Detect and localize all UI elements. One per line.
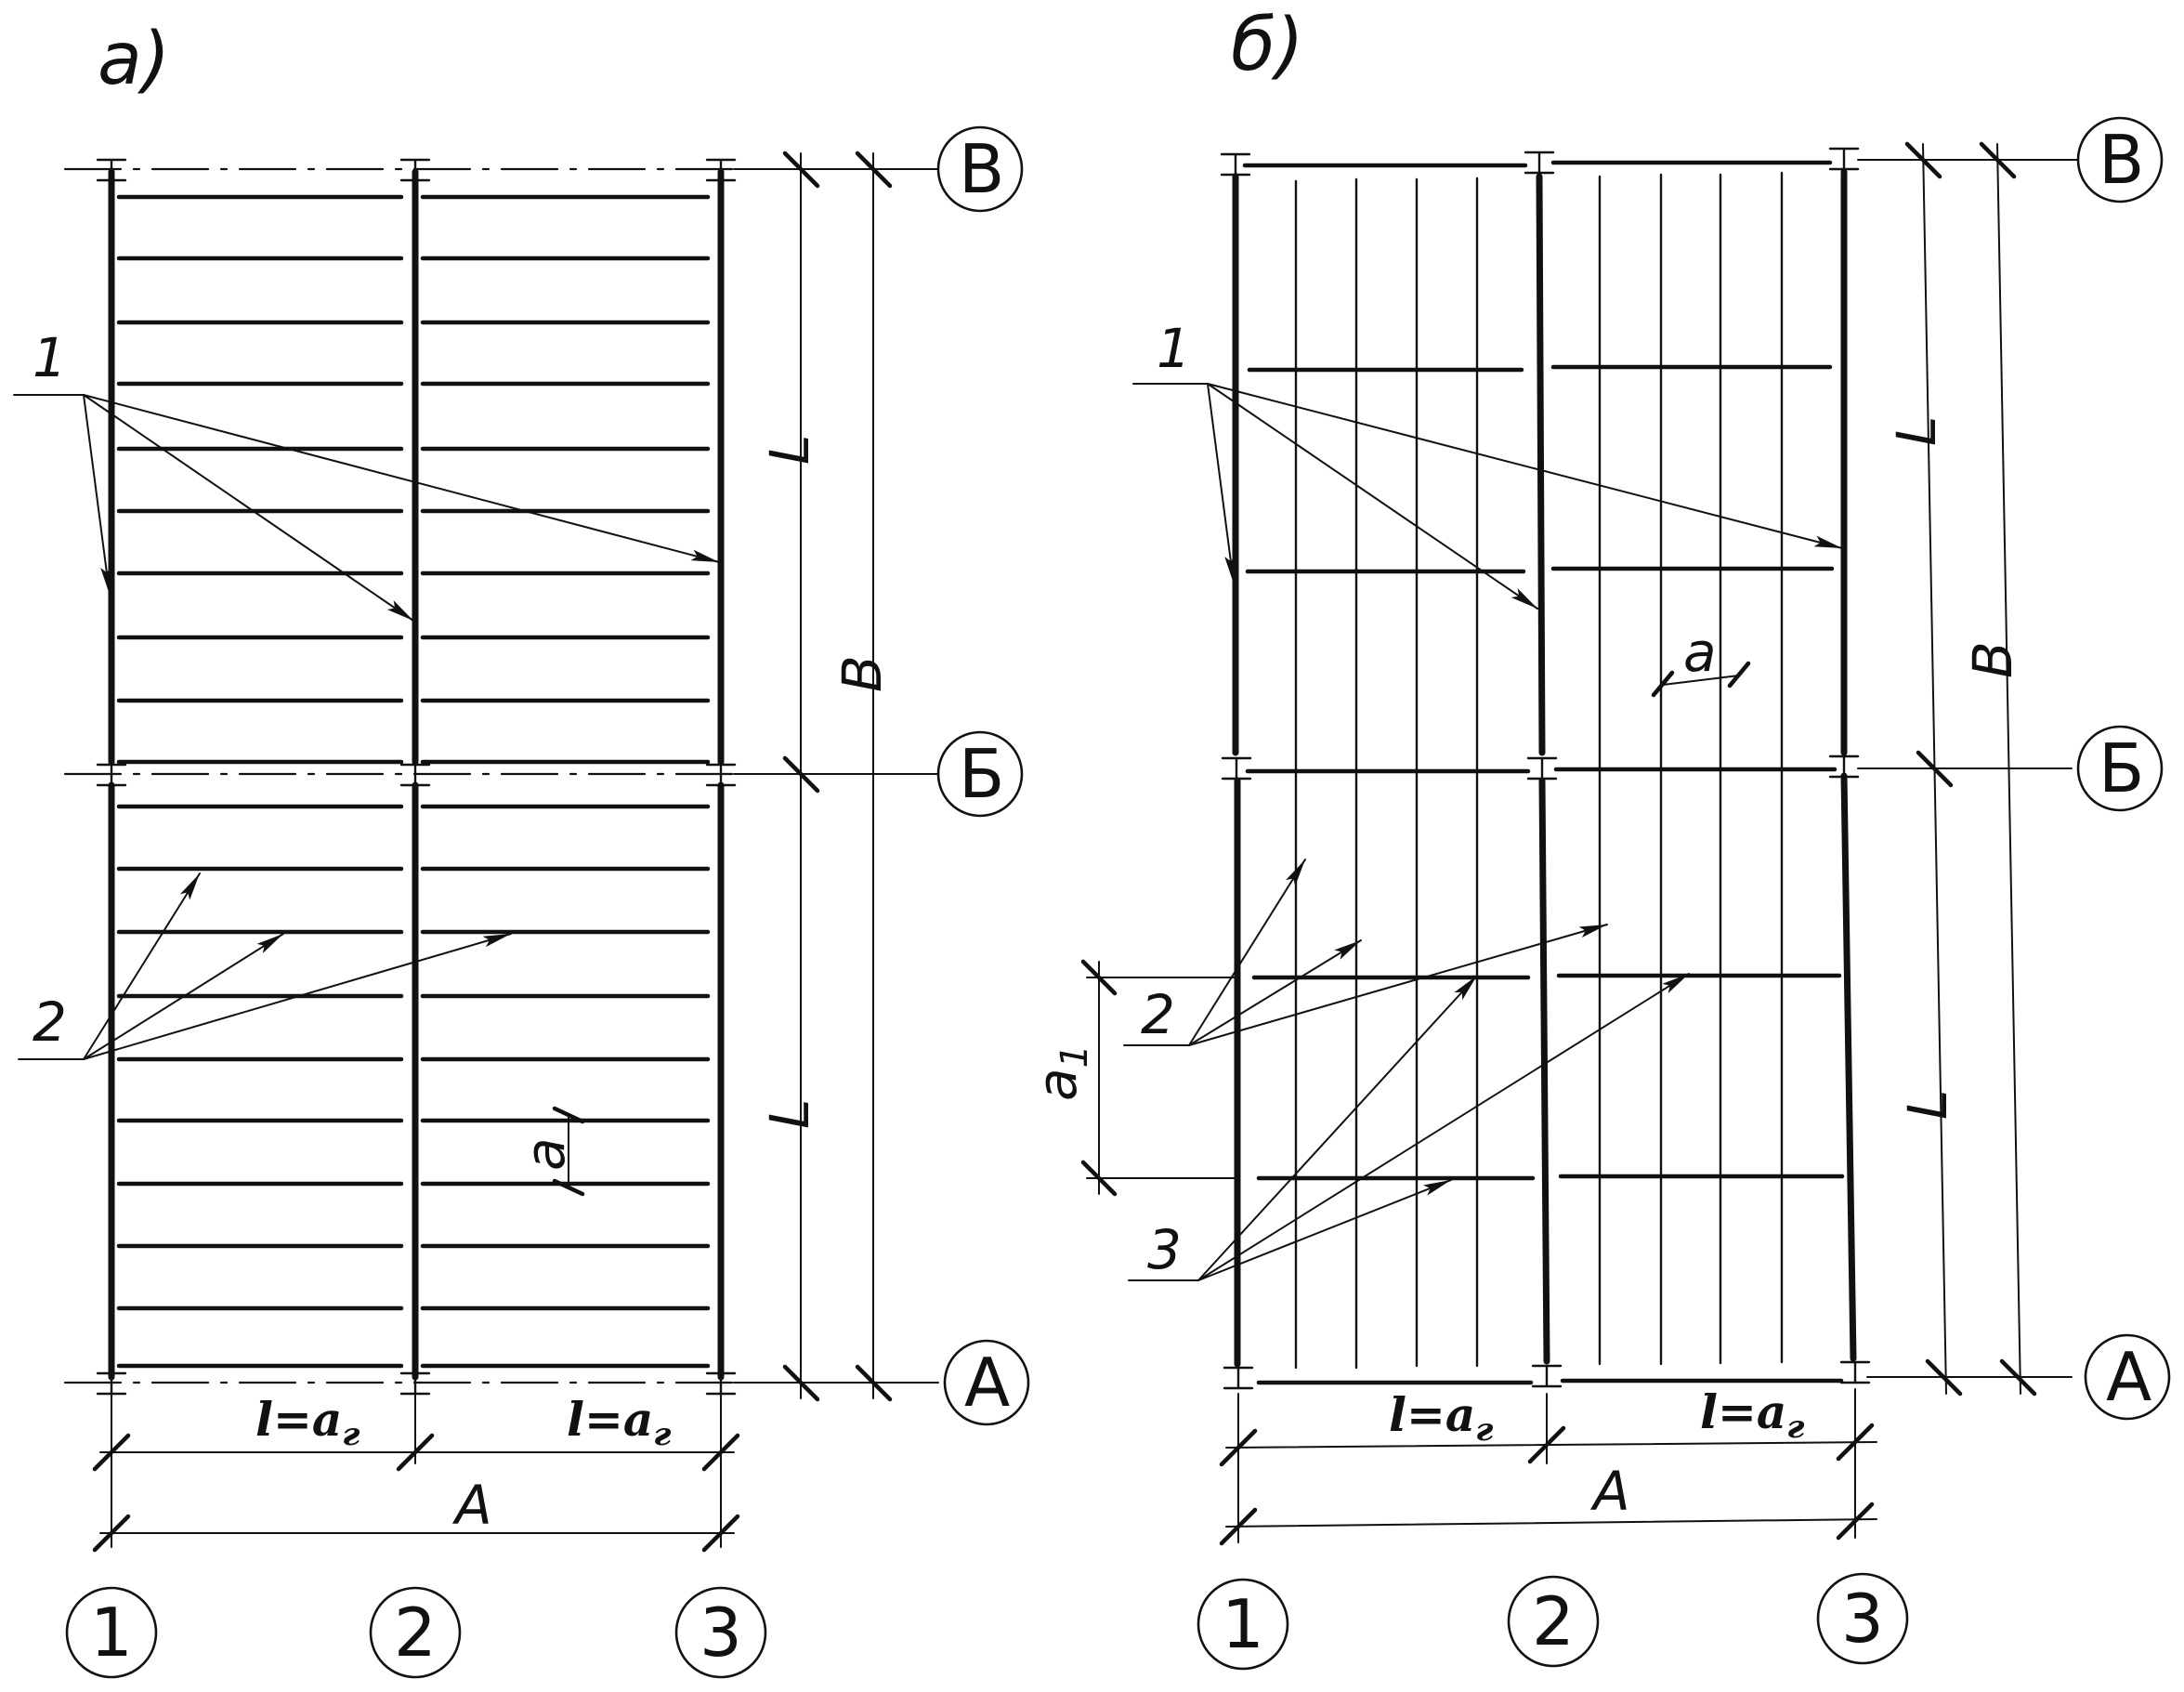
- overall-width-label: A: [451, 1474, 492, 1537]
- panel-a: а): [13, 18, 1030, 1679]
- span-label-1: l=aг: [1389, 1387, 1493, 1449]
- column-symbols: [1220, 147, 1871, 1390]
- beams: [116, 194, 711, 1369]
- row-label-b: Б: [959, 735, 1004, 813]
- height-label-lower: L: [1896, 1090, 1959, 1120]
- column-label-1: 1: [90, 1594, 133, 1672]
- column-label-2: 2: [1532, 1582, 1575, 1660]
- column-label-2: 2: [394, 1594, 437, 1672]
- column-axis-markers: 1 2 3: [1197, 1572, 1909, 1671]
- column-symbols: [96, 158, 737, 1396]
- spacing-a1-label: a1: [1026, 1044, 1096, 1101]
- panel-b: б): [1026, 4, 2171, 1671]
- callout-1: 1: [13, 326, 720, 622]
- height-dimensions: L L B: [733, 151, 894, 1402]
- girders: [108, 168, 725, 1381]
- callout-3-label: 3: [1147, 1218, 1182, 1281]
- spacing-a-label: a: [1683, 621, 1717, 684]
- spacing-a1-dimension: a1: [1026, 959, 1236, 1197]
- row-axis-markers: В Б А: [817, 125, 1030, 1426]
- overall-height-label: B: [830, 655, 894, 692]
- span-label-2: l=aг: [567, 1392, 671, 1453]
- height-label-upper: L: [1885, 416, 1948, 446]
- row-label-v: В: [2099, 121, 2144, 199]
- height-label-upper: L: [758, 435, 821, 465]
- row-axis-markers: В Б А: [2061, 116, 2171, 1421]
- spacing-a-dimension: a: [514, 1106, 585, 1197]
- row-label-a: А: [2106, 1338, 2151, 1416]
- callout-1-label: 1: [1157, 317, 1191, 380]
- panel-b-letter: б): [1231, 4, 1304, 87]
- row-label-b: Б: [2099, 729, 2144, 807]
- height-dimensions: L L B: [1857, 141, 2073, 1397]
- overall-width-label: A: [1589, 1460, 1630, 1523]
- span-label-2: l=aг: [1700, 1384, 1804, 1446]
- panel-a-letter: а): [98, 18, 170, 101]
- callout-2: 2: [1123, 859, 1608, 1046]
- width-dimensions: l=aг l=aг A: [1219, 1384, 1877, 1546]
- callout-2-label: 2: [33, 990, 67, 1054]
- overall-height-label: B: [1961, 641, 2024, 678]
- callout-3: 3: [1128, 973, 1690, 1281]
- height-label-lower: L: [758, 1099, 821, 1129]
- callout-2: 2: [18, 872, 512, 1060]
- row-label-a: А: [964, 1344, 1010, 1422]
- width-dimensions: l=aг l=aг A: [92, 1392, 740, 1553]
- row-label-v: В: [959, 130, 1004, 208]
- column-label-1: 1: [1222, 1585, 1264, 1663]
- girders: [1232, 168, 1857, 1368]
- beams: [1242, 160, 1845, 1385]
- column-axis-markers: 1 2 3: [65, 1586, 767, 1679]
- spacing-a-label: a: [514, 1137, 577, 1171]
- spacing-a-dimension: a: [1651, 621, 1751, 698]
- span-label-1: l=aг: [255, 1392, 360, 1453]
- column-label-3: 3: [700, 1594, 742, 1672]
- callout-1: 1: [1132, 317, 1843, 610]
- column-label-3: 3: [1841, 1580, 1884, 1658]
- callout-1-label: 1: [33, 326, 67, 389]
- callout-2-label: 2: [1141, 983, 1175, 1046]
